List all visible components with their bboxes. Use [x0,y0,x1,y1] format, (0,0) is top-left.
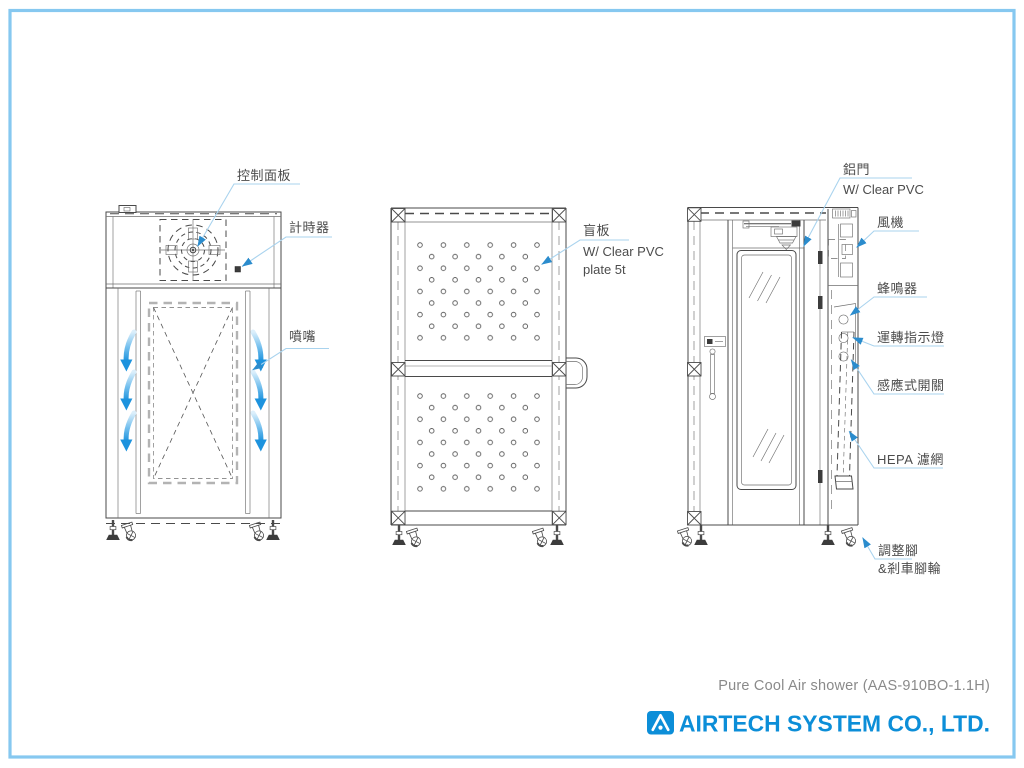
airflow-arrows [120,329,267,452]
glass-hatch-lower [752,428,785,464]
door-closer [742,220,801,250]
label-aluminum-door-line2: W/ Clear PVC [843,182,924,197]
fan-front-icon [159,219,227,281]
label-aluminum-door: 鋁門 [843,162,870,177]
door-lock [704,336,726,400]
leveling-foot-rear-left [391,523,407,547]
label-buzzer: 蜂鳴器 [877,281,918,296]
product-name: Pure Cool Air shower (AAS-910BO-1.1H) [718,678,990,694]
footer: Pure Cool Air shower (AAS-910BO-1.1H) AI… [647,678,990,737]
logo-triangle-icon [651,713,670,732]
fan-side-assembly [828,223,853,278]
caster-rear-right [531,527,550,549]
label-run-indicator: 運轉指示燈 [877,330,945,345]
door-outline-front [147,301,239,485]
label-blind-plate: 盲板 [583,223,610,238]
label-hepa-filter: HEPA 濾網 [877,452,944,467]
label-sensor-switch: 感應式開關 [877,378,945,393]
door-window [736,250,797,490]
nozzle-duct-right [245,290,251,514]
callout-labels: 控制面板 計時器 噴嘴 盲板 W/ Clear PVC plate 5t 鋁門 … [237,162,945,576]
label-timer: 計時器 [289,220,330,235]
rear-service-column [827,207,859,525]
label-fan: 風機 [877,215,904,230]
caster-side-left [676,526,695,549]
leader-run-indicator [852,336,944,347]
door-handle [566,357,588,389]
indicator-light-component [838,333,849,343]
perforated-panel-bottom [414,390,542,493]
leader-nozzle [252,347,329,371]
label-blind-plate-line3: plate 5t [583,262,626,277]
label-brake-caster: &剎車腳輪 [878,561,941,576]
page-border [8,8,1016,759]
caster-front-left [120,521,139,543]
door-side [727,220,805,525]
label-nozzle: 噴嘴 [289,329,316,344]
sensor-switch-component [838,351,849,362]
indicator-bracket [833,303,856,368]
front-view [104,205,282,543]
leveling-foot-side-right [820,523,836,547]
side-view [676,207,859,549]
top-box [118,205,137,213]
exhaust-grille [832,208,857,219]
perforated-panel-top [414,239,542,343]
leader-control-panel [197,183,300,247]
timer-component [234,266,241,273]
caster-front-right [248,521,267,543]
label-control-panel: 控制面板 [237,168,291,183]
rear-view [390,207,588,549]
hinge-bottom [818,470,823,483]
leader-aluminum-door [803,177,912,247]
leader-blind-plate [541,239,629,265]
hepa-filter-component [834,331,855,490]
leveling-foot-rear-right [549,523,565,547]
nozzle-duct-left [135,290,141,514]
company-name: AIRTECH SYSTEM CO., LTD. [679,711,990,737]
leader-foot-caster [862,537,912,560]
leader-buzzer [849,296,927,316]
caster-rear-left [405,527,424,549]
glass-hatch-upper [748,271,781,304]
leader-hepa-filter [848,430,943,469]
leveling-foot-side-left [693,523,709,547]
hinge-top [818,251,823,264]
label-blind-plate-line2: W/ Clear PVC [583,244,664,259]
caster-side-right [840,526,859,549]
buzzer-component [838,314,849,325]
company-logo: AIRTECH SYSTEM CO., LTD. [647,711,990,737]
leader-fan [856,230,919,248]
leader-sensor-switch [850,359,944,395]
leader-timer [241,236,332,267]
callout-leaders [197,177,944,560]
hinge-middle [818,296,823,309]
logo-dot-icon [658,725,663,730]
label-leveling-foot: 調整腳 [878,543,919,558]
